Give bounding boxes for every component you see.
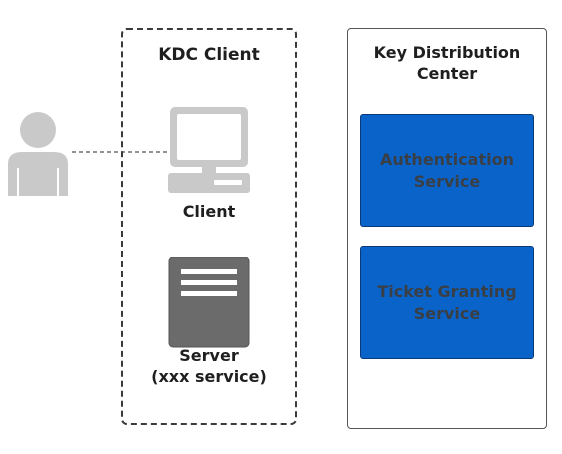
authentication-service-line2: Service <box>413 171 481 191</box>
user-icon <box>8 112 68 196</box>
kdc-container <box>347 28 547 429</box>
client-label: Client <box>182 202 236 221</box>
kdc-title-line2: Center <box>416 64 478 83</box>
kdc-client-title: KDC Client <box>158 45 260 65</box>
authentication-service-box: Authentication Service <box>360 114 534 227</box>
server-label-line1: Server <box>179 346 239 365</box>
kdc-client-group <box>121 28 297 425</box>
ticket-granting-service-box: Ticket Granting Service <box>360 246 534 359</box>
kdc-title-line1: Key Distribution <box>373 43 521 62</box>
kdc-title: Key Distribution Center <box>347 42 547 84</box>
server-label: Server (xxx service) <box>121 345 297 387</box>
computer-icon <box>168 107 250 193</box>
authentication-service-line1: Authentication <box>380 149 514 169</box>
server-label-line2: (xxx service) <box>151 367 267 386</box>
ticket-granting-service-line1: Ticket Granting <box>377 281 517 301</box>
ticket-granting-service-line2: Service <box>413 303 481 323</box>
server-icon <box>168 257 250 348</box>
